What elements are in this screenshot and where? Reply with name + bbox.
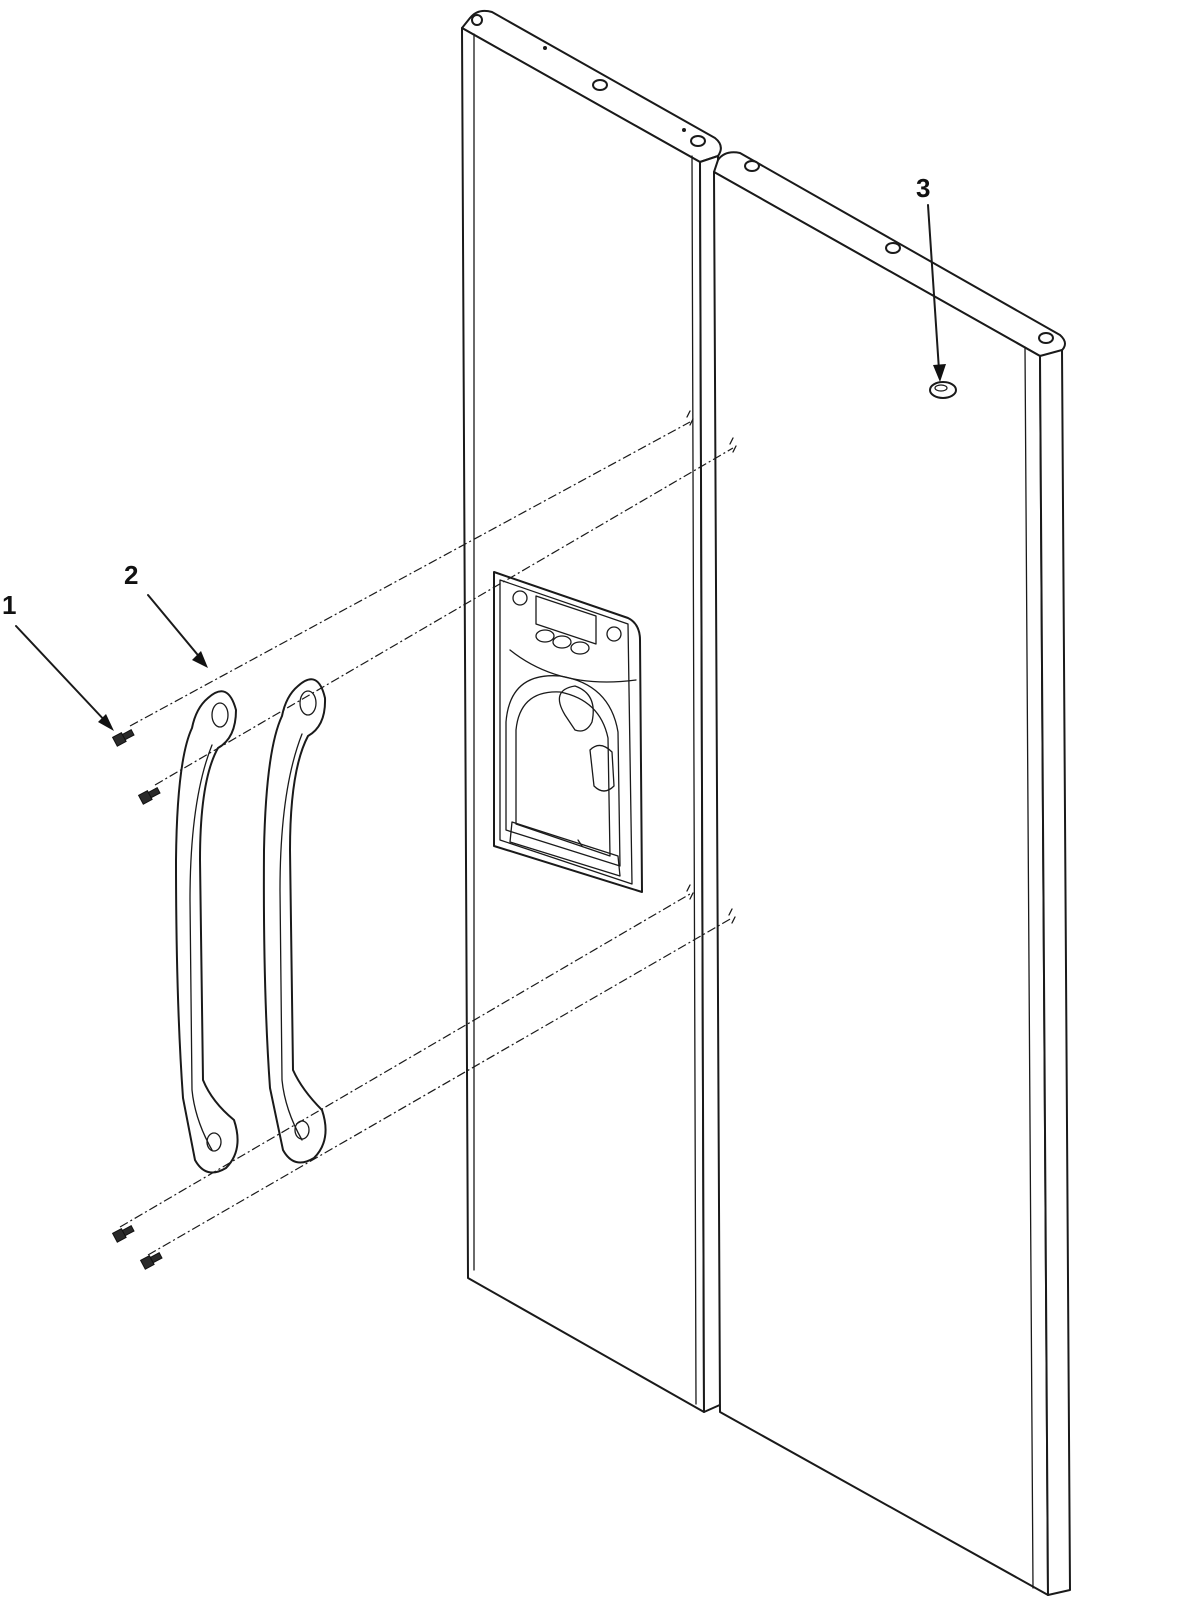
callout-3: 3: [916, 173, 930, 203]
leader-lines: [15, 204, 946, 731]
fresh-food-door: [713, 151, 1071, 1596]
callout-2: 2: [124, 560, 138, 590]
callout-1: 1: [2, 590, 16, 620]
mounting-studs: [686, 410, 737, 924]
plug-button-icon: [929, 381, 957, 399]
door-handle-icon: [175, 678, 327, 1174]
dispenser-icon: [493, 571, 643, 893]
screw-icon: [111, 729, 163, 1270]
